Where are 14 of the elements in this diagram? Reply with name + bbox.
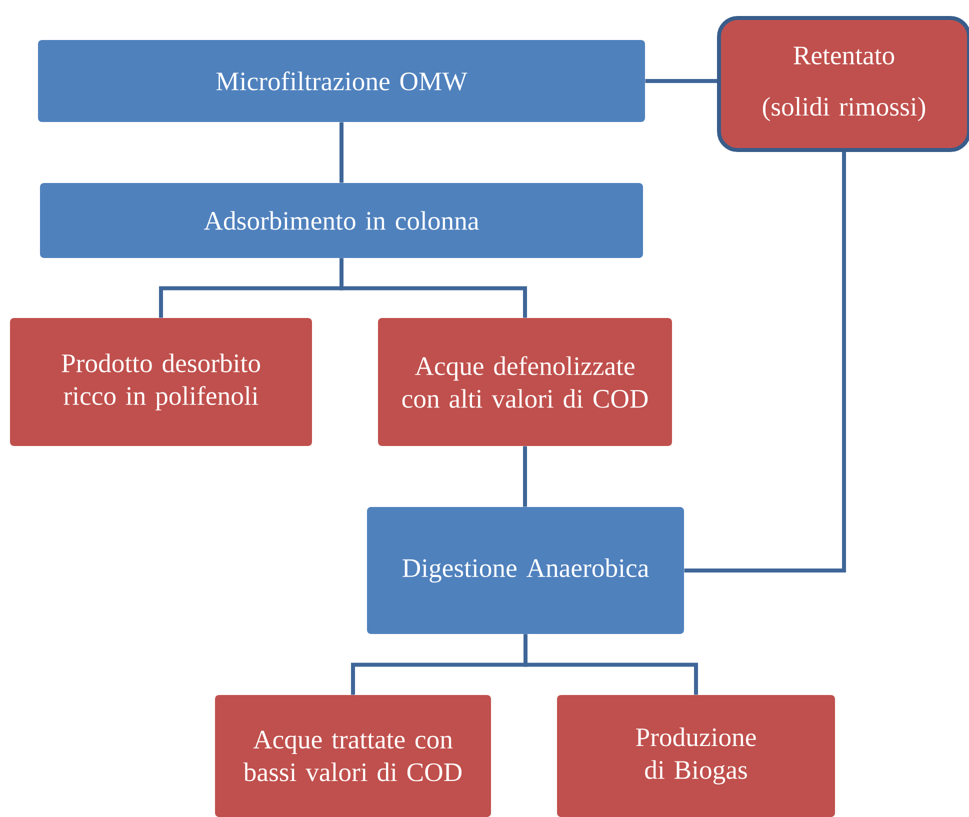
output-box: Acque trattate con bassi valori di COD [215,695,491,817]
connector-line [645,79,717,83]
connector-line [684,152,846,572]
output-box: Acque defenolizzate con alti valori di COD [378,318,672,446]
connector-line [340,122,344,183]
connector-line [340,258,527,318]
connector-line [523,446,527,507]
connector-line [524,634,698,695]
process-box: Microfiltrazione OMW [38,40,645,122]
output-box: Retentato (solidi rimossi) [717,16,969,152]
output-box: Prodotto desorbito ricco in polifenoli [10,318,312,446]
process-box: Digestione Anaerobica [367,507,684,634]
output-box: Produzione di Biogas [557,695,836,817]
process-box: Adsorbimento in colonna [40,182,643,258]
